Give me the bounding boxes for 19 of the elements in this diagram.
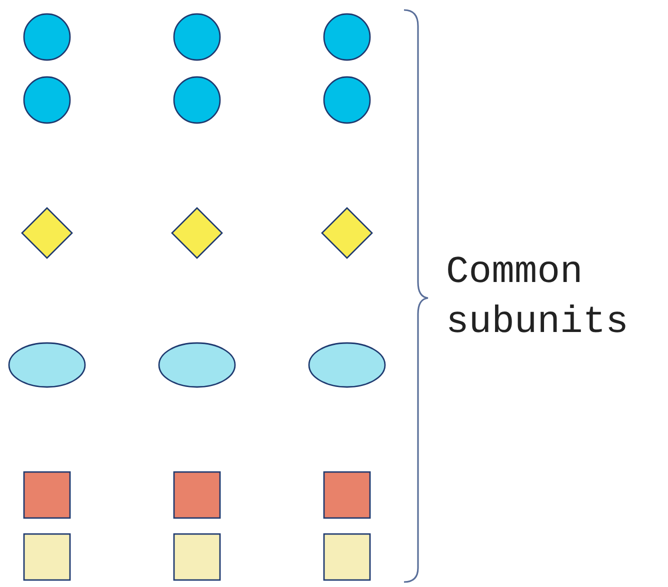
square-shape <box>173 533 221 581</box>
circle-shape <box>323 76 371 124</box>
circle-shape <box>173 76 221 124</box>
diamond-shape <box>171 207 223 259</box>
ellipse-shape <box>308 342 386 388</box>
ellipse-shape <box>158 342 236 388</box>
circle-shape <box>323 13 371 61</box>
square-shape <box>23 471 71 519</box>
square-shape <box>323 471 371 519</box>
square-shape <box>23 533 71 581</box>
bracket-label: Common subunits <box>446 250 630 346</box>
diamond-shape <box>21 207 73 259</box>
circle-shape <box>23 76 71 124</box>
circle-shape <box>23 13 71 61</box>
diamond-shape <box>321 207 373 259</box>
square-shape <box>323 533 371 581</box>
ellipse-shape <box>8 342 86 388</box>
circle-shape <box>173 13 221 61</box>
square-shape <box>173 471 221 519</box>
